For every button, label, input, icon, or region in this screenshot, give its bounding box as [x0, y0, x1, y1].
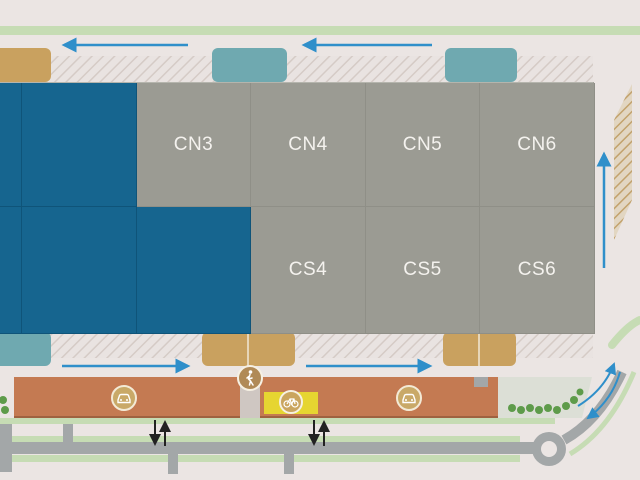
hedge-west [0, 396, 9, 414]
block-cn6[interactable]: CN6 [480, 83, 595, 207]
pedestrian-icon [237, 365, 263, 391]
car-parking-icon[interactable] [396, 385, 422, 411]
block-cn1 [0, 83, 22, 207]
green-verge-south-2 [0, 436, 520, 442]
block-label: CN6 [517, 133, 557, 155]
loading-dock-north-1 [0, 48, 51, 82]
east-hatch-strip [614, 84, 632, 240]
block-label: CS5 [403, 259, 442, 280]
block-cs2 [22, 207, 137, 334]
block-label: CN5 [402, 133, 443, 155]
road-stub-3 [284, 454, 294, 474]
block-cn4[interactable]: CN4 [251, 83, 366, 207]
access-road [0, 442, 545, 454]
car-parking-icon[interactable] [111, 385, 137, 411]
block-cs1 [0, 207, 22, 334]
block-label: CS4 [288, 259, 328, 280]
road-stub-2 [168, 454, 178, 474]
two-way-traffic-icon [149, 420, 171, 446]
block-label: CN3 [173, 133, 214, 155]
block-cs4[interactable]: CS4 [251, 207, 366, 334]
bicycle-parking-icon[interactable] [279, 390, 303, 414]
green-verge-south-3 [0, 455, 520, 462]
one-way-arrow-icon [577, 362, 617, 407]
teal-dock-north-1 [212, 48, 287, 82]
teal-dock-north-2 [445, 48, 517, 82]
east-link-verge [568, 371, 637, 457]
block-cs6[interactable]: CS6 [480, 207, 595, 334]
two-way-traffic-icon [308, 420, 330, 446]
block-cn2 [22, 83, 137, 207]
service-road [0, 424, 12, 472]
kerb-block [474, 377, 488, 387]
teal-dock-south-1 [0, 332, 51, 366]
block-cn3[interactable]: CN3 [137, 83, 251, 207]
one-way-arrow-icon [586, 371, 621, 420]
top-green-verge [0, 26, 640, 35]
road-stub-1 [63, 424, 73, 442]
east-access-ramp [608, 316, 640, 349]
block-label: CN4 [288, 133, 328, 155]
block-cs3 [137, 207, 251, 334]
green-verge-south-1 [0, 418, 555, 424]
block-cs5[interactable]: CS5 [366, 207, 480, 334]
block-label: CS6 [517, 259, 557, 280]
block-cn5[interactable]: CN5 [366, 83, 480, 207]
right-green-verge [628, 26, 640, 32]
hedge-row [508, 388, 584, 414]
roundabout-island [541, 441, 557, 457]
